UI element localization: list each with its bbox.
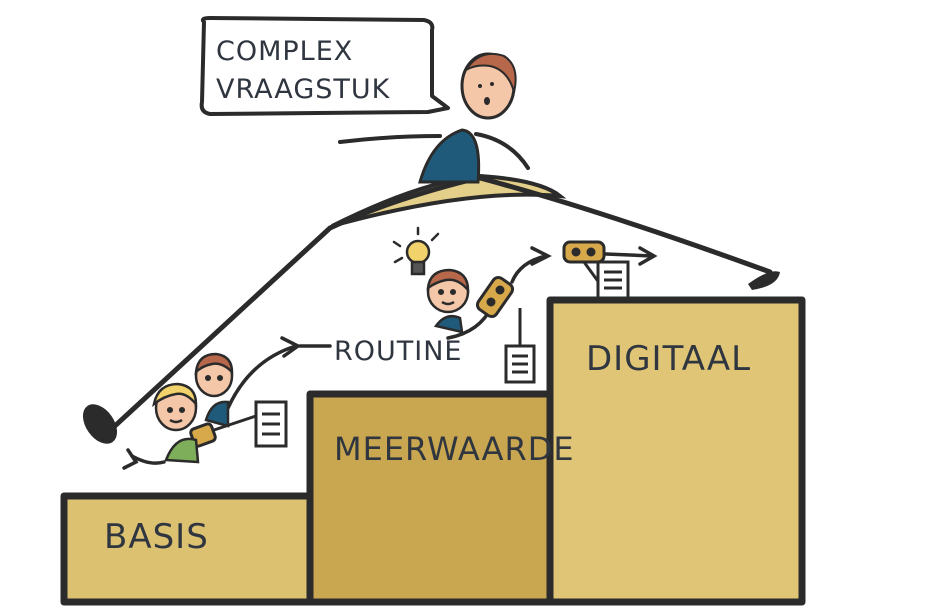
label-routine: ROUTINE	[334, 336, 463, 367]
torso	[418, 128, 481, 184]
big-figure	[338, 52, 530, 184]
arrow-head-icon	[280, 336, 302, 358]
step-meerwaarde	[306, 390, 554, 606]
path-line	[604, 252, 654, 258]
step-basis	[60, 492, 314, 606]
person-blonde	[152, 382, 200, 464]
lightbulb-icon	[392, 226, 440, 276]
foot-left	[82, 404, 118, 444]
arrow-head-icon	[638, 246, 658, 266]
arrow-head-icon	[530, 246, 552, 266]
path-line	[226, 344, 298, 410]
step-label-basis: BASIS	[104, 517, 209, 557]
routine-path	[226, 246, 658, 410]
eye	[478, 84, 482, 88]
mouth	[484, 97, 490, 105]
bubble-outline	[199, 16, 450, 116]
hill	[331, 173, 567, 228]
leg-right	[477, 175, 773, 275]
person-thinking	[426, 268, 470, 334]
foot-right	[748, 271, 780, 290]
hair	[465, 52, 517, 93]
step-label-meerwaarde: MEERWAARDE	[334, 430, 575, 468]
eye	[490, 82, 494, 86]
plug-icon	[562, 240, 606, 264]
step-digitaal	[546, 296, 806, 606]
arm-left	[338, 134, 442, 144]
steps	[60, 296, 806, 606]
bubble-text-line2: VRAAGSTUK	[216, 74, 391, 105]
big-figure-legs	[82, 173, 780, 444]
speech-bubble: COMPLEX VRAAGSTUK	[199, 16, 450, 116]
arrow-head-icon	[122, 448, 139, 470]
step-label-digitaal: DIGITAAL	[586, 339, 751, 379]
leg-left	[101, 177, 473, 439]
document-icon	[213, 400, 288, 448]
document-icon	[582, 260, 630, 300]
person-brown-hair	[194, 352, 234, 428]
bubble-text-line1: COMPLEX	[216, 36, 353, 67]
arm-right	[474, 132, 530, 170]
plug-icon	[475, 275, 515, 319]
document-icon	[504, 308, 536, 384]
